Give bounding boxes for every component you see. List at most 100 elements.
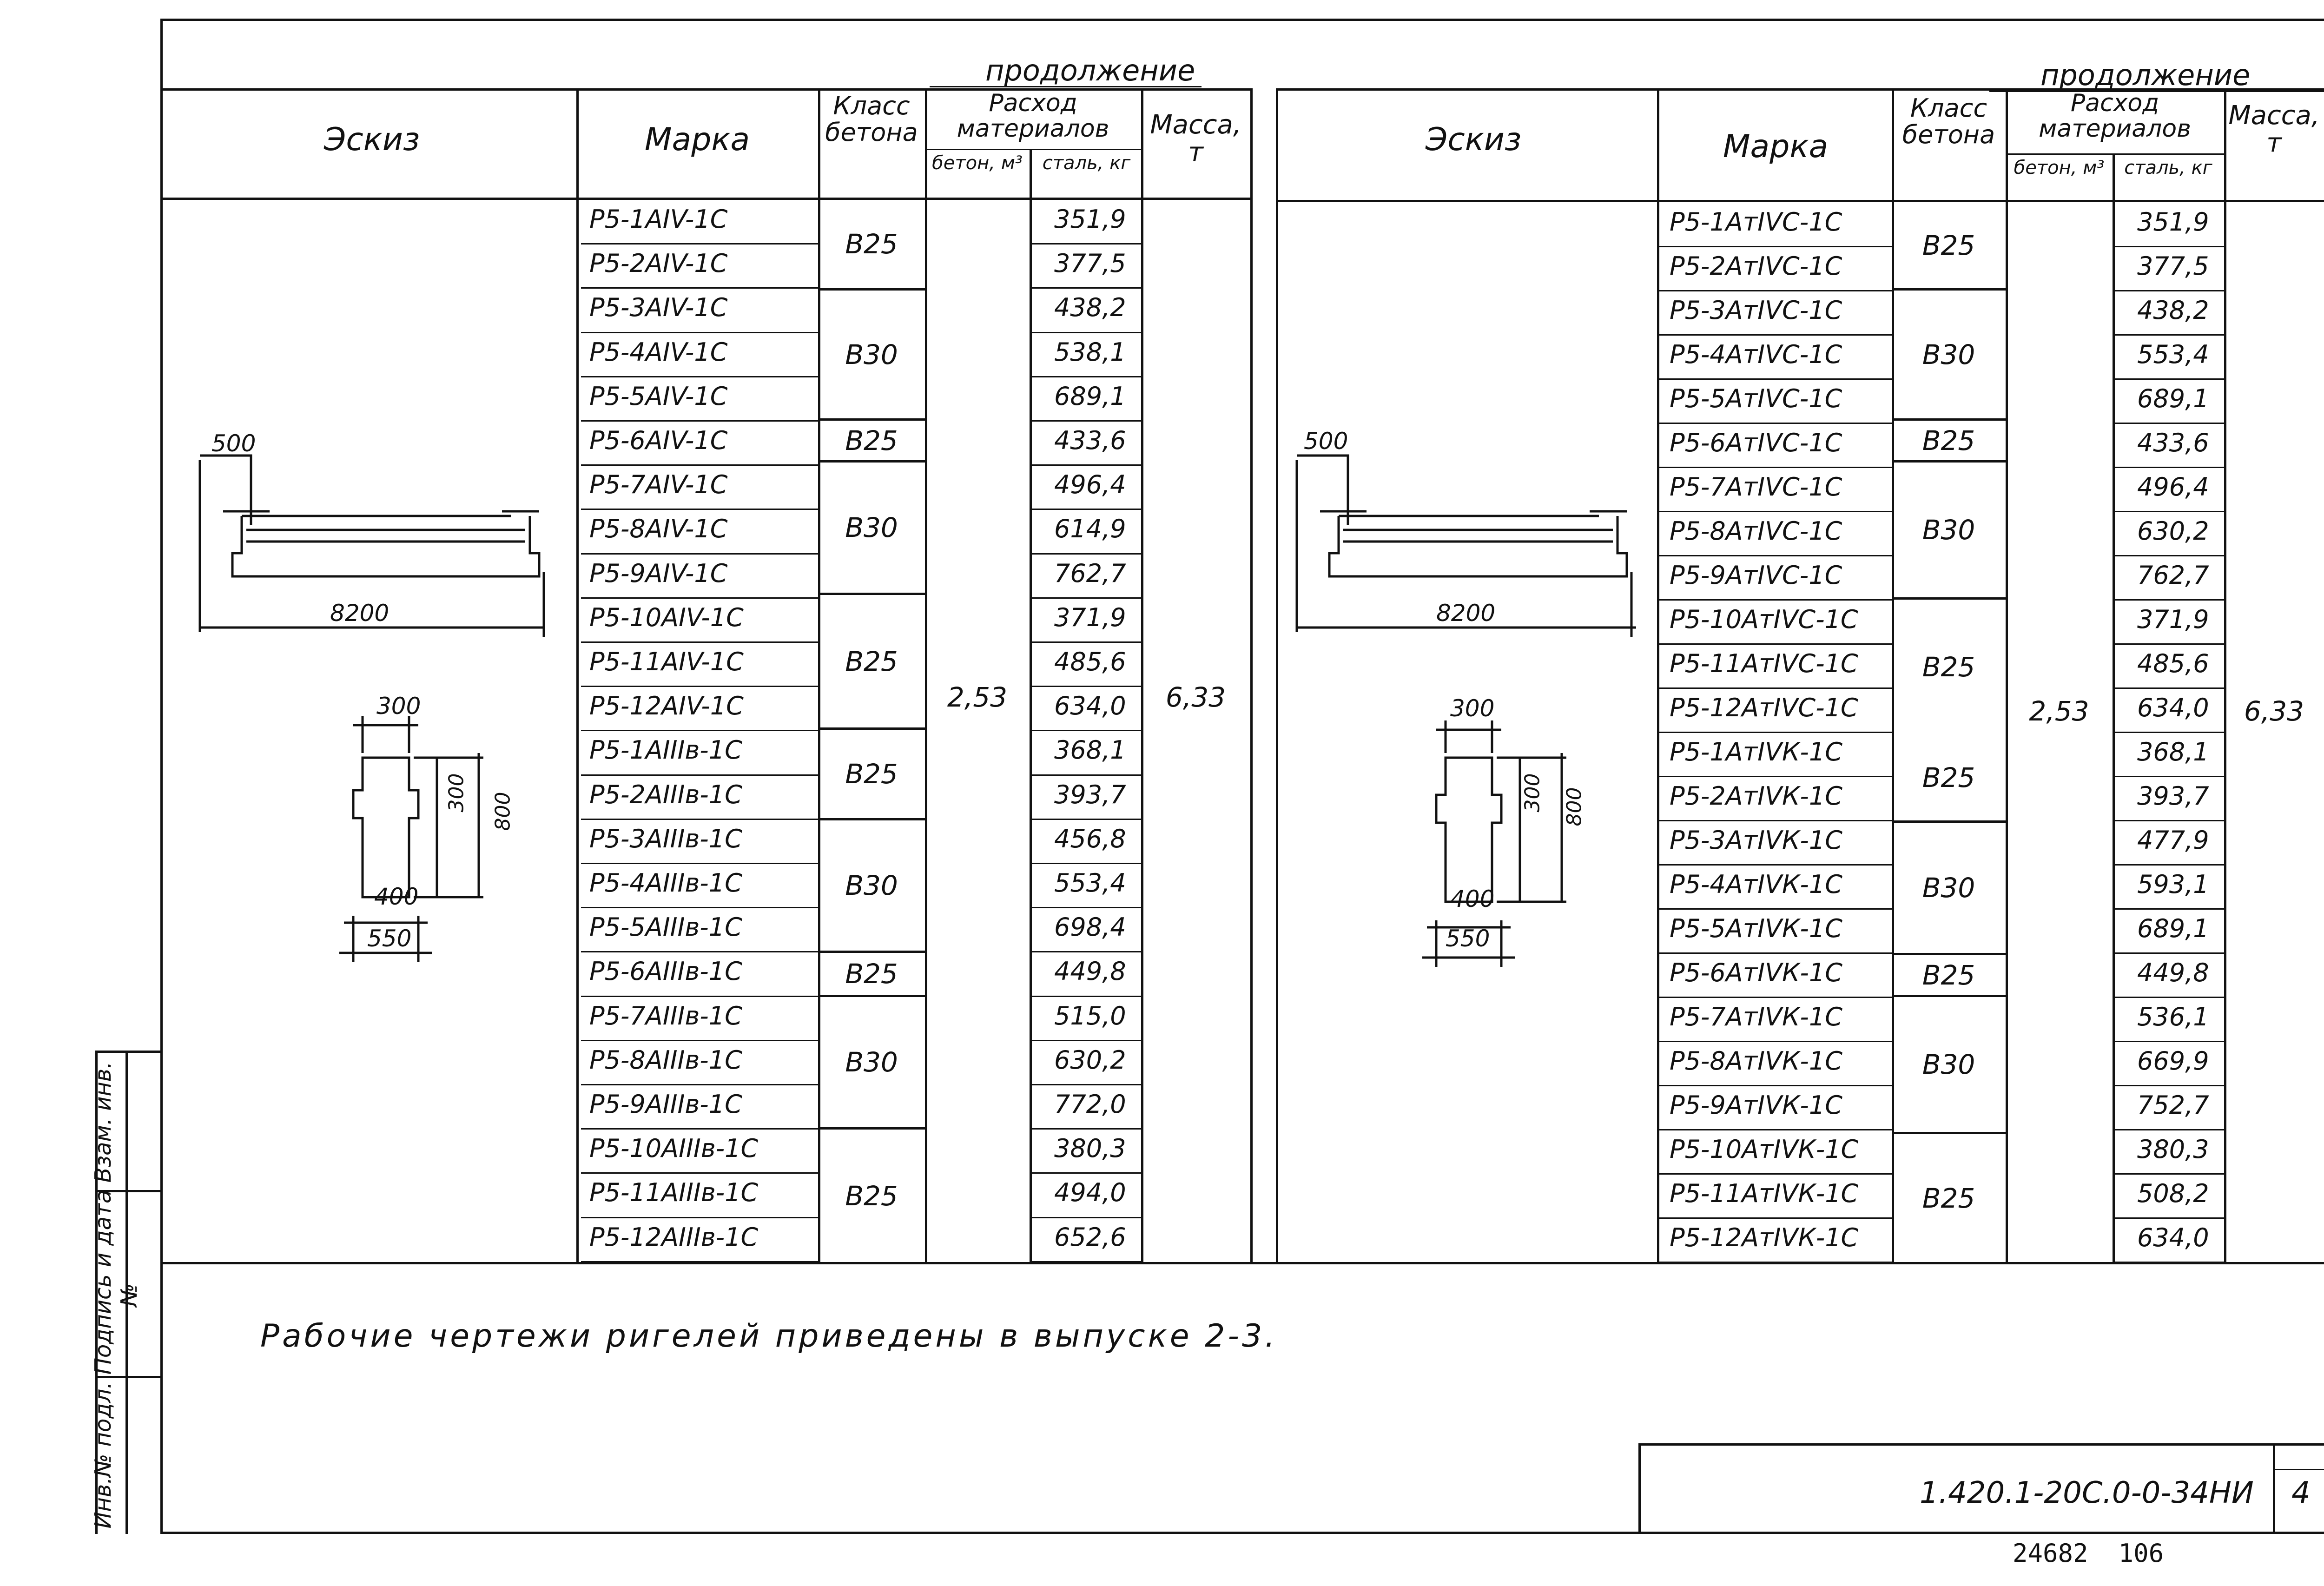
left-class-sep — [818, 818, 925, 820]
right-class-g5: В25 — [1922, 651, 1975, 683]
side-stamp-border — [95, 1051, 98, 1534]
left-steel-line — [1032, 1084, 1141, 1085]
right-mark-cell: Р5-1АтIVС-1С — [1670, 207, 1842, 237]
right-materials-divider — [2006, 153, 2224, 155]
left-class-sep — [818, 288, 925, 291]
left-header-materials: Расход материалов — [957, 89, 1109, 143]
left-mark-cell: Р5-7АIIIв-1С — [589, 1001, 742, 1031]
left-row-line — [581, 243, 818, 245]
right-header-sketch: Эскиз — [1425, 121, 1522, 158]
left-mark-cell: Р5-11АIV-1С — [589, 647, 744, 676]
left-header-sketch: Эскиз — [324, 121, 420, 158]
right-row-line — [1659, 1041, 1892, 1042]
left-mark-cell: Р5-4АIIIв-1С — [589, 868, 742, 898]
right-dim-500: 500 — [1304, 428, 1348, 455]
left-steel-cell: 494,0 — [1054, 1178, 1126, 1208]
left-section-sketch — [339, 716, 483, 962]
left-mark-cell: Р5-2АIIIв-1С — [589, 780, 742, 809]
right-col-sketch — [1657, 88, 1659, 1262]
right-mark-cell: Р5-11АтIVС-1С — [1670, 649, 1858, 678]
right-header-steel: сталь, кг — [2124, 157, 2212, 178]
left-header-bottom — [160, 198, 1253, 200]
stamp-top — [1638, 1443, 2324, 1446]
side-stamp-mid1 — [95, 1190, 160, 1192]
left-mark-cell: Р5-6АIIIв-1С — [589, 957, 742, 986]
right-mark-cell: Р5-10АтIVК-1С — [1670, 1135, 1859, 1164]
right-class-sep — [1892, 288, 2006, 291]
left-class-g1: В25 — [845, 228, 898, 260]
left-class-sep — [818, 418, 925, 421]
right-mark-cell: Р5-5АтIVК-1С — [1670, 914, 1842, 943]
right-steel-line — [2115, 820, 2224, 821]
left-class-g2: В30 — [845, 338, 898, 370]
left-steel-cell: 614,9 — [1054, 514, 1126, 544]
right-row-line — [1659, 997, 1892, 998]
left-row-line — [581, 907, 818, 909]
right-class-sep — [1892, 953, 2006, 955]
right-steel-cell: 438,2 — [2137, 296, 2209, 325]
right-steel-cell: 496,4 — [2137, 472, 2209, 502]
right-steel-cell: 393,7 — [2137, 781, 2209, 811]
left-mark-cell: Р5-8АIIIв-1С — [589, 1045, 742, 1075]
left-row-line — [581, 597, 818, 599]
side-stamp-top — [95, 1051, 160, 1053]
left-steel-cell: 496,4 — [1054, 470, 1126, 500]
left-header-top — [160, 88, 1253, 91]
right-dim-400: 400 — [1450, 886, 1495, 912]
left-dim-550: 550 — [367, 925, 412, 952]
right-steel-cell: 752,7 — [2137, 1090, 2209, 1120]
left-mark-cell: Р5-5АIV-1С — [589, 381, 728, 411]
left-steel-cell: 368,1 — [1054, 735, 1126, 765]
tables-bottom — [160, 1262, 2324, 1264]
right-steel-cell: 669,9 — [2137, 1046, 2209, 1076]
left-header-mark: Марка — [644, 121, 750, 158]
right-steel-cell: 508,2 — [2137, 1179, 2209, 1208]
right-header-concrete: бетон, м³ — [2014, 157, 2105, 178]
right-dim-550: 550 — [1446, 925, 1490, 952]
left-col-steel — [1141, 88, 1143, 1262]
right-steel-cell: 553,4 — [2137, 340, 2209, 369]
left-dim-300-side: 300 — [444, 773, 469, 813]
right-mark-cell: Р5-3АтIVС-1С — [1670, 296, 1842, 325]
right-row-line — [1659, 687, 1892, 689]
right-steel-cell: 380,3 — [2137, 1135, 2209, 1164]
side-stamp-mid2 — [95, 1376, 160, 1378]
right-steel-line — [2115, 1217, 2224, 1219]
left-mark-cell: Р5-3АIV-1С — [589, 293, 728, 323]
left-concrete-volume: 2,53 — [947, 681, 1008, 713]
right-steel-cell: 351,9 — [2137, 207, 2209, 237]
right-class-sep — [1892, 1132, 2006, 1134]
stamp-sheet-number: 4 — [2291, 1476, 2311, 1510]
left-header-concrete: бетон, м³ — [932, 152, 1023, 174]
left-steel-cell: 393,7 — [1054, 780, 1126, 809]
left-steel-cell: 553,4 — [1054, 868, 1126, 898]
left-steel-cell: 456,8 — [1054, 824, 1126, 853]
left-class-sep — [818, 995, 925, 997]
left-mark-cell: Р5-10АIIIв-1С — [589, 1134, 759, 1163]
left-steel-cell: 515,0 — [1054, 1001, 1126, 1031]
right-row-line — [1659, 555, 1892, 556]
right-steel-line — [2115, 467, 2224, 468]
right-dim-800: 800 — [1562, 787, 1586, 826]
right-row-line — [1659, 732, 1892, 733]
right-steel-line — [2115, 732, 2224, 733]
left-mark-cell: Р5-9АIIIв-1С — [589, 1090, 742, 1119]
left-class-sep — [818, 1127, 925, 1130]
left-class-sep — [818, 460, 925, 463]
right-mark-cell: Р5-9АтIVК-1С — [1670, 1090, 1842, 1120]
side-stamp-divider — [125, 1051, 128, 1534]
left-steel-line — [1032, 1172, 1141, 1174]
left-row-line — [581, 1261, 818, 1262]
left-row-line — [581, 1039, 818, 1041]
right-col-class — [2006, 88, 2008, 1262]
right-header-bottom — [1276, 200, 2324, 202]
right-mark-cell: Р5-2АтIVК-1С — [1670, 781, 1842, 811]
right-steel-line — [2115, 511, 2224, 512]
left-row-line — [581, 1128, 818, 1130]
right-beam-sketch — [1295, 454, 1636, 637]
left-steel-line — [1032, 686, 1141, 687]
left-steel-line — [1032, 464, 1141, 466]
stamp-sheet-divider — [2273, 1443, 2275, 1532]
right-class-g9: В30 — [1922, 1049, 1975, 1080]
right-header-class: Класс бетона — [1902, 93, 1995, 149]
